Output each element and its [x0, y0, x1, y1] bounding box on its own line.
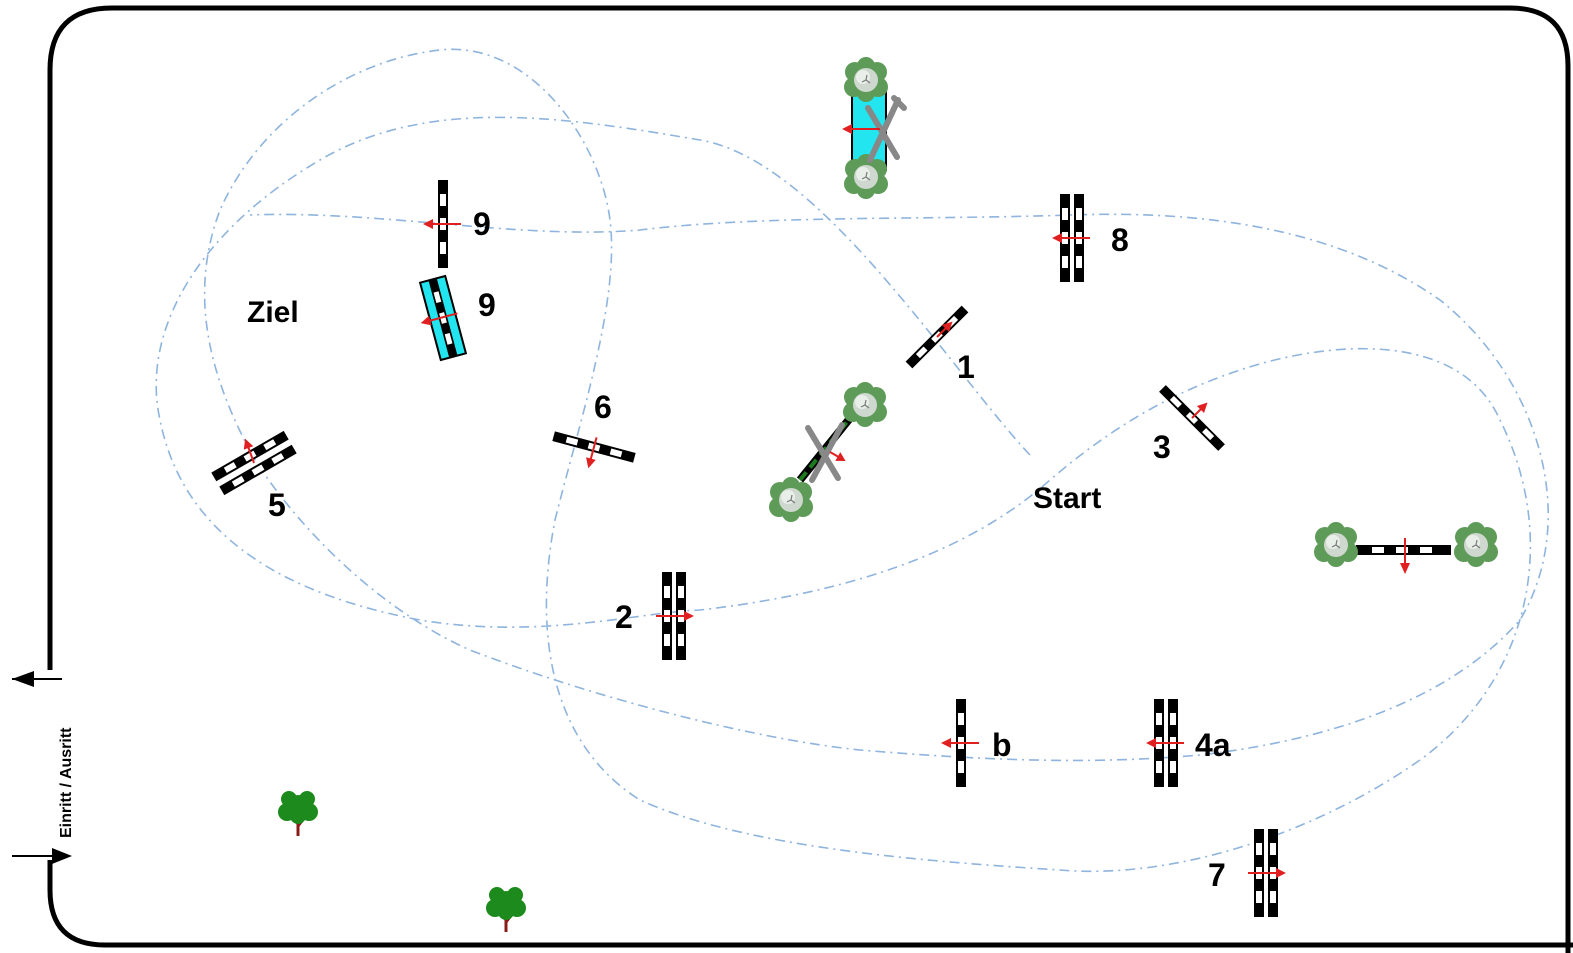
bush-icon — [1313, 521, 1359, 568]
obstacle-8-oxer — [1051, 194, 1091, 282]
entrance-label: Einritt / Ausritt — [58, 727, 75, 838]
obstacle-3-arrow — [1191, 402, 1208, 419]
route-lines — [155, 48, 1549, 873]
obstacle-label: 9 — [473, 206, 491, 242]
obstacle-label: 1 — [957, 349, 975, 385]
middle-bush-jump — [768, 381, 888, 523]
obstacle-label: 5 — [268, 487, 286, 523]
obstacle-9-pole — [422, 180, 462, 268]
bush-icon — [843, 153, 889, 200]
obstacle-label: 6 — [594, 389, 612, 425]
obstacle-label: 8 — [1111, 222, 1129, 258]
right-bush-jump — [1313, 521, 1499, 574]
finish-label: Ziel — [247, 296, 299, 329]
obstacle-label: 4a — [1195, 727, 1231, 763]
tree-icon — [276, 789, 320, 838]
tree-icon — [484, 885, 528, 934]
obstacle-6-arrow — [586, 437, 598, 469]
bush-icon — [843, 56, 889, 103]
obstacle-label: 2 — [615, 599, 633, 635]
obstacle-label: 3 — [1153, 429, 1171, 465]
obstacle-label: 9 — [478, 287, 496, 323]
bush-icon — [768, 476, 814, 523]
arena-border — [47, 5, 1573, 953]
obstacle-2-oxer — [655, 572, 695, 660]
start-label: Start — [1033, 482, 1101, 515]
bush-icon — [1453, 521, 1499, 568]
obstacle-4a-oxer — [1145, 699, 1185, 787]
obstacle-label: b — [992, 727, 1012, 763]
entrance-marker: Einritt / Ausritt — [12, 671, 75, 864]
obstacle-label: 7 — [1208, 857, 1226, 893]
top-water-jump — [841, 56, 907, 200]
obstacle-5-arrow — [243, 438, 255, 464]
bush-icon — [842, 381, 888, 428]
obstacle-b-pole — [940, 699, 980, 787]
